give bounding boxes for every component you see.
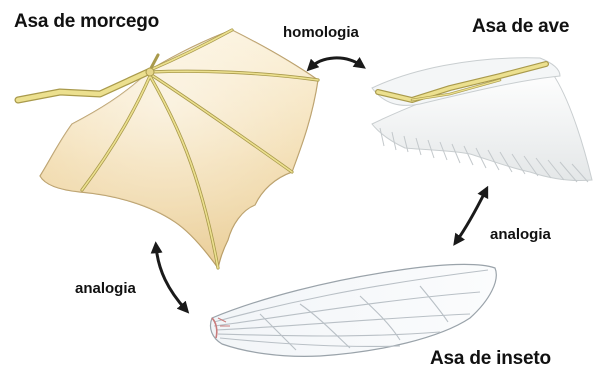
bird-wing-label: Asa de ave bbox=[472, 17, 569, 36]
analogy-arrow-left bbox=[156, 246, 186, 310]
bat-wing bbox=[18, 30, 318, 268]
bat-wing-label: Asa de morcego bbox=[14, 12, 159, 31]
insect-wing-membrane bbox=[210, 264, 496, 356]
homology-label: homologia bbox=[283, 25, 359, 40]
bird-wing bbox=[372, 58, 592, 182]
insect-wing bbox=[210, 264, 496, 356]
analogy-label-left: analogia bbox=[75, 281, 136, 296]
insect-wing-label: Asa de inseto bbox=[430, 349, 551, 368]
analogy-arrow-right bbox=[456, 190, 486, 242]
homology-arrow bbox=[310, 58, 362, 68]
analogy-label-right: analogia bbox=[490, 227, 551, 242]
